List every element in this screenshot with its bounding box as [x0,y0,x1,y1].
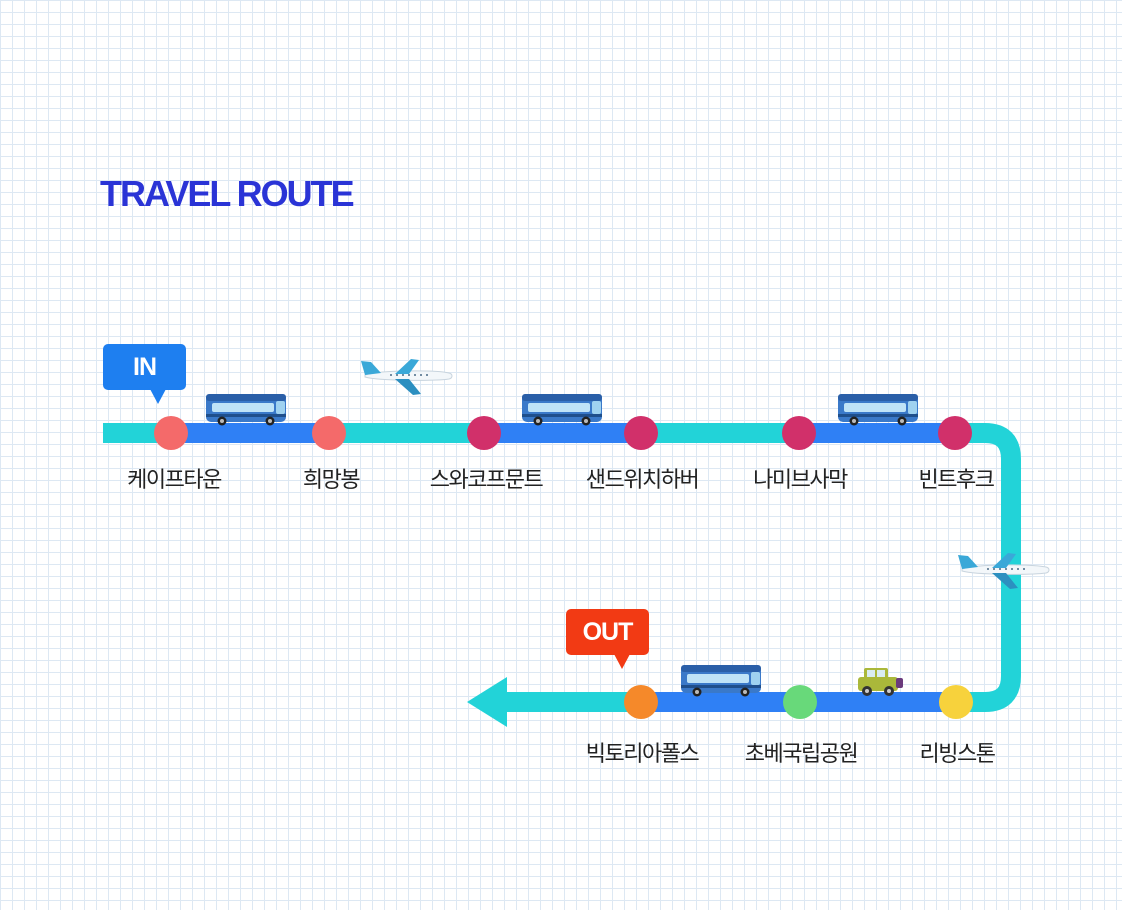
stop-label-namib-desert: 나미브사막 [753,468,848,493]
stop-marker-windhoek [938,416,972,450]
jeep-icon [858,668,903,696]
start-tag-label: IN [133,353,157,381]
stop-label-cape-of-good-hope: 희망봉 [302,468,361,493]
stop-marker-swakopmund [467,416,501,450]
stop-label-livingstone: 리빙스톤 [919,742,996,767]
bus-icon [206,394,286,426]
stop-marker-chobe [783,685,817,719]
stop-marker-victoria-falls [624,685,658,719]
stop-label-victoria-falls: 빅토리아폴스 [585,742,700,767]
bus-icon [838,394,918,426]
stop-label-sandwich-harbour: 샌드위치하버 [585,468,700,493]
bus-icon [522,394,602,426]
end-tag: OUT [566,609,649,669]
stop-marker-cape-town [154,416,188,450]
page-title: TRAVEL ROUTE [100,173,355,214]
stop-label-cape-town: 케이프타운 [127,468,222,493]
stop-marker-namib-desert [782,416,816,450]
stop-label-chobe: 초베국립공원 [744,742,859,767]
route-arrow-head [467,677,507,727]
stop-marker-livingstone [939,685,973,719]
stop-label-swakopmund: 스와코프문트 [429,468,544,493]
stop-marker-cape-of-good-hope [312,416,346,450]
stop-marker-sandwich-harbour [624,416,658,450]
end-tag-label: OUT [582,618,634,646]
stop-label-windhoek: 빈트후크 [918,468,995,493]
bus-icon [681,665,761,697]
start-tag: IN [103,344,186,404]
airplane-icon [360,358,453,396]
